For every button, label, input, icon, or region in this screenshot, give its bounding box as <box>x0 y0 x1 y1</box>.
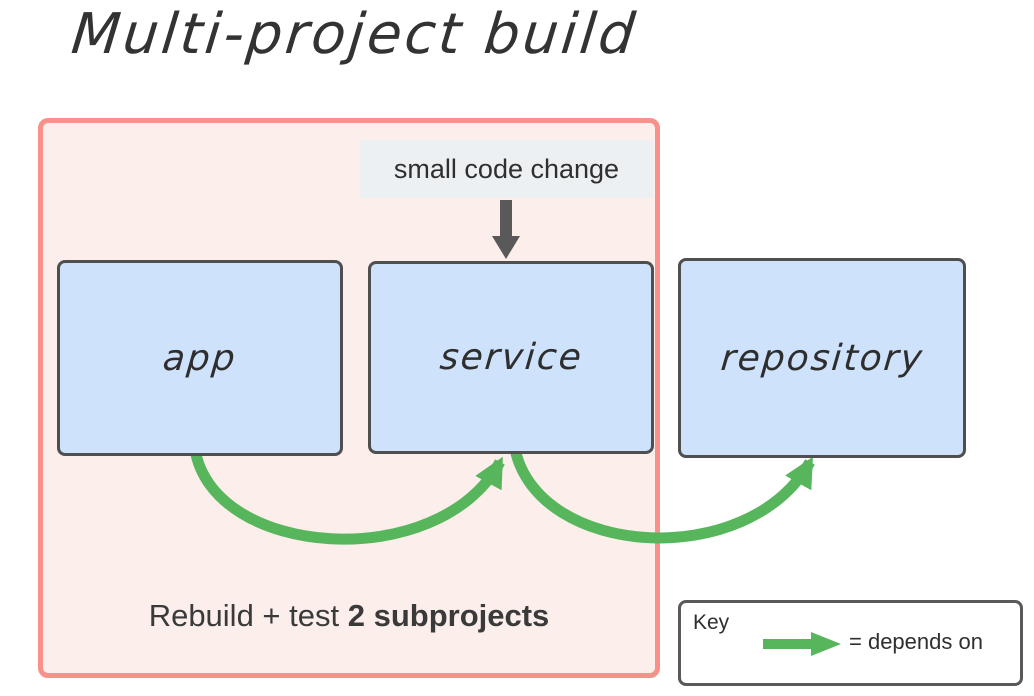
diagram-title: Multi-project build <box>68 2 641 67</box>
node-app: app <box>57 260 343 456</box>
node-app-label: app <box>161 337 239 379</box>
node-repository: repository <box>678 258 966 458</box>
rebuild-caption: Rebuild + test 2 subprojects <box>38 598 660 634</box>
key-title: Key <box>693 611 730 634</box>
key-legend: Key = depends on <box>678 600 1023 686</box>
rebuild-caption-regular: Rebuild + test <box>148 598 348 633</box>
node-service: service <box>368 261 654 454</box>
key-arrow-meaning: = depends on <box>849 629 983 654</box>
annotation-text: small code change <box>393 153 620 184</box>
annotation-small-code-change: small code change <box>360 140 653 198</box>
rebuild-caption-bold: 2 subprojects <box>347 598 550 633</box>
depends-on-arrow-icon <box>763 632 841 656</box>
node-repository-label: repository <box>718 337 926 379</box>
node-service-label: service <box>437 337 585 378</box>
